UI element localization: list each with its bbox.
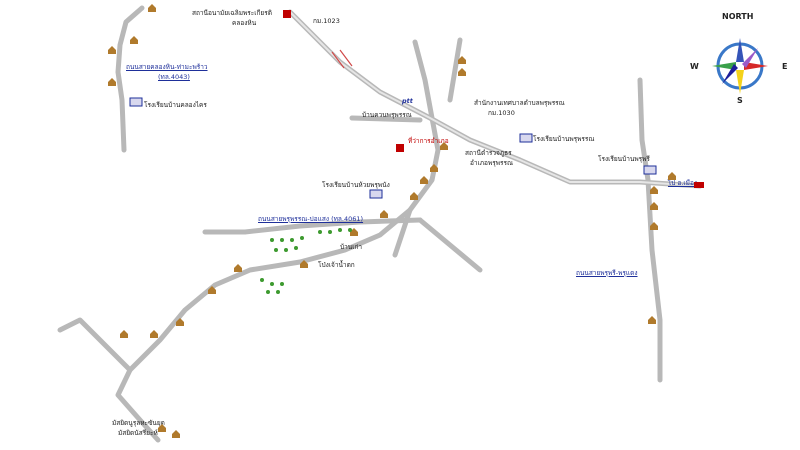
road-4043-code: (ทล.4043) xyxy=(158,73,190,81)
road-west-loop xyxy=(57,317,133,373)
compass-rose-icon xyxy=(712,38,768,94)
school-east-label: โรงเรียนบ้านพรุพรี xyxy=(598,155,650,163)
health-station-label-2: คลองหิน xyxy=(232,19,257,27)
police-station-label-2: อำเภอพรุพรรณ xyxy=(470,159,514,167)
village-a-label: บ้านเก่า xyxy=(340,243,363,251)
compass-north-label: NORTH xyxy=(722,12,754,21)
small-a-label: บ้านควนพรุพรรณ xyxy=(362,111,412,119)
road-4043-label: ถนนสายคลองหิน-ท่ามะพร้าว xyxy=(126,63,208,71)
to-town-label: ไป อ.เมือง xyxy=(668,179,698,187)
road-1023-label: กม.1023 xyxy=(313,17,340,25)
road-south-east xyxy=(417,217,483,273)
road-west-spur xyxy=(349,115,423,123)
road-east-label: ถนนสายพรุพรี-พรุแดง xyxy=(576,269,638,277)
compass-west-label: W xyxy=(690,62,699,71)
compass: NORTH W E S xyxy=(690,8,790,108)
road-south-west xyxy=(202,217,423,235)
district-office-label: สำนักงานเทศบาลตำบลพรุพรรณ xyxy=(474,99,565,107)
road-left-north xyxy=(115,5,145,153)
road-southwest-spur xyxy=(392,207,413,258)
temple-label-2: มัสยิดนัสรียะห์ xyxy=(118,429,158,437)
police-station-label: สถานีตำรวจภูธร xyxy=(465,149,512,157)
ptt-label: ptt xyxy=(402,97,413,105)
road-east-branch xyxy=(637,77,663,383)
village-b-label: โป่งเจ้าน้ำตก xyxy=(318,261,355,269)
road-north-spur xyxy=(447,37,463,103)
compass-east-label: E xyxy=(782,62,788,71)
village-hall-label: ที่ว่าการอำเภอ xyxy=(408,137,449,145)
temple-label: มัสยิดนูรุลหะซันยุด xyxy=(112,419,165,427)
school-klongkhai-label: โรงเรียนบ้านคลองไคร xyxy=(144,101,207,109)
km-1030-label: กม.1030 xyxy=(488,109,515,117)
compass-south-label: S xyxy=(737,96,743,105)
road-south-label: ถนนสายพรุพรรณ-บ่อแสง (ทล.4061) xyxy=(258,215,364,223)
school-main-label: โรงเรียนบ้านพรุพรรณ xyxy=(533,135,595,143)
health-station-label: สถานีอนามัยเฉลิมพระเกียรติ xyxy=(192,9,272,17)
school-village-label: โรงเรียนบ้านห้วยพรุพนัง xyxy=(322,181,390,189)
